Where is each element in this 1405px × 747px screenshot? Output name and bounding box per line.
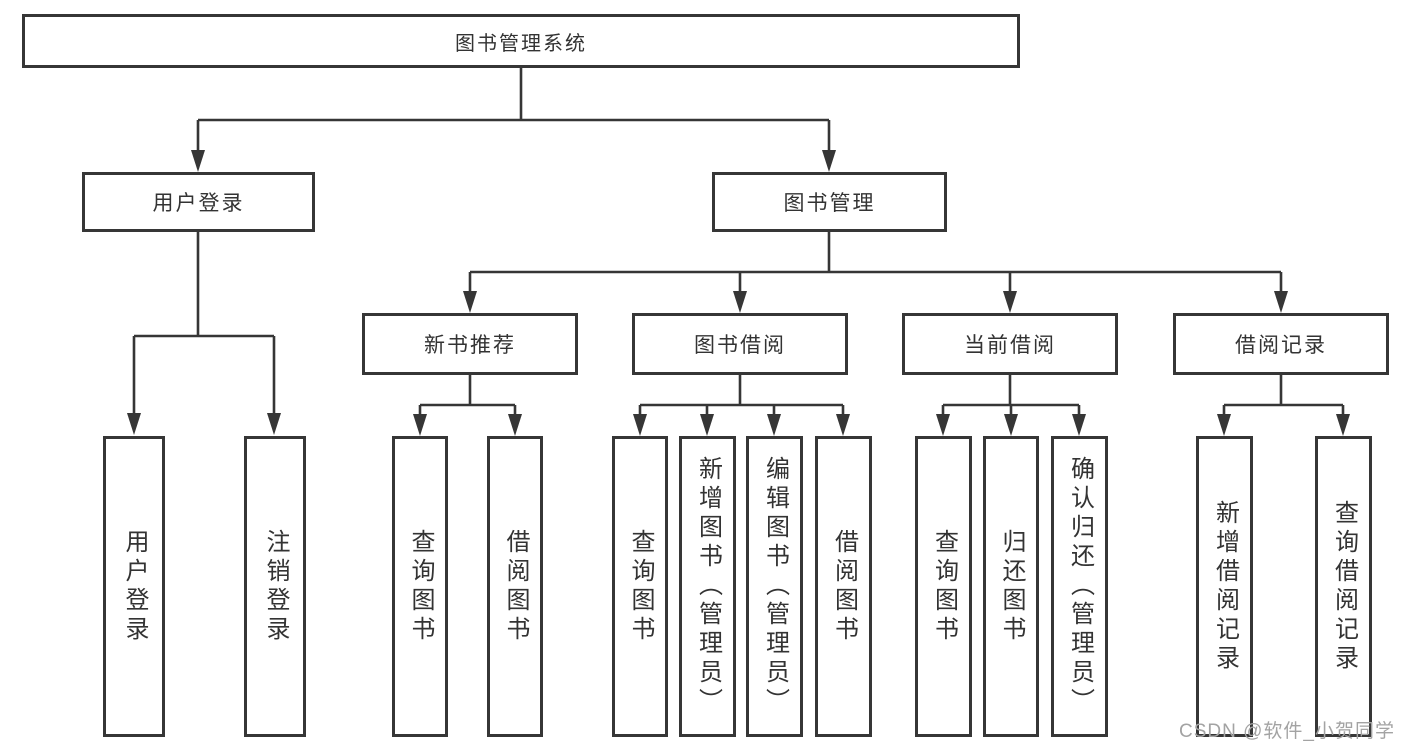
node-label: 图书管理 <box>783 192 876 215</box>
node-library-management-system: 图书管理系统 <box>22 14 1020 68</box>
csdn-watermark: CSDN @软件_小贺同学 <box>1179 721 1395 742</box>
node-current-borrowing: 当前借阅 <box>902 313 1118 375</box>
node-label: 新增图书（管理员） <box>694 456 722 717</box>
node-leaf-query-books-3: 查询图书 <box>915 436 972 737</box>
node-leaf-borrow-books: 借阅图书 <box>487 436 543 737</box>
node-label: 用户登录 <box>121 528 148 645</box>
node-leaf-user-login: 用户登录 <box>103 436 165 737</box>
node-label: 借阅图书 <box>830 528 858 645</box>
node-label: 当前借阅 <box>964 334 1056 357</box>
node-label: 图书管理系统 <box>455 32 587 55</box>
node-label: 确认归还（管理员） <box>1066 456 1094 717</box>
node-label: 查询图书 <box>627 528 654 645</box>
node-label: 借阅记录 <box>1235 334 1327 357</box>
node-label: 查询图书 <box>930 528 958 645</box>
node-label: 图书借阅 <box>694 334 786 357</box>
node-leaf-confirm-return-admin: 确认归还（管理员） <box>1051 436 1108 737</box>
node-leaf-edit-books-admin: 编辑图书（管理员） <box>746 436 803 737</box>
node-label: 查询图书 <box>407 528 434 645</box>
node-label: 用户登录 <box>152 192 245 215</box>
node-leaf-query-borrow-record: 查询借阅记录 <box>1315 436 1372 737</box>
node-leaf-logout: 注销登录 <box>244 436 306 737</box>
node-label: 新增借阅记录 <box>1211 499 1239 674</box>
node-user-login: 用户登录 <box>82 172 315 232</box>
node-label: 归还图书 <box>998 528 1025 645</box>
node-leaf-borrow-books-2: 借阅图书 <box>815 436 872 737</box>
node-new-book-recommend: 新书推荐 <box>362 313 578 375</box>
node-label: 借阅图书 <box>502 528 529 645</box>
node-leaf-query-books: 查询图书 <box>392 436 448 737</box>
node-label: 编辑图书（管理员） <box>761 456 789 717</box>
node-leaf-query-books-2: 查询图书 <box>612 436 668 737</box>
node-leaf-add-borrow-record: 新增借阅记录 <box>1196 436 1253 737</box>
node-label: 注销登录 <box>262 528 289 645</box>
node-borrowing-records: 借阅记录 <box>1173 313 1389 375</box>
node-book-borrowing: 图书借阅 <box>632 313 848 375</box>
node-label: 新书推荐 <box>424 334 516 357</box>
node-leaf-return-books: 归还图书 <box>983 436 1039 737</box>
node-label: 查询借阅记录 <box>1330 499 1358 674</box>
node-book-management: 图书管理 <box>712 172 947 232</box>
node-leaf-add-books-admin: 新增图书（管理员） <box>679 436 736 737</box>
